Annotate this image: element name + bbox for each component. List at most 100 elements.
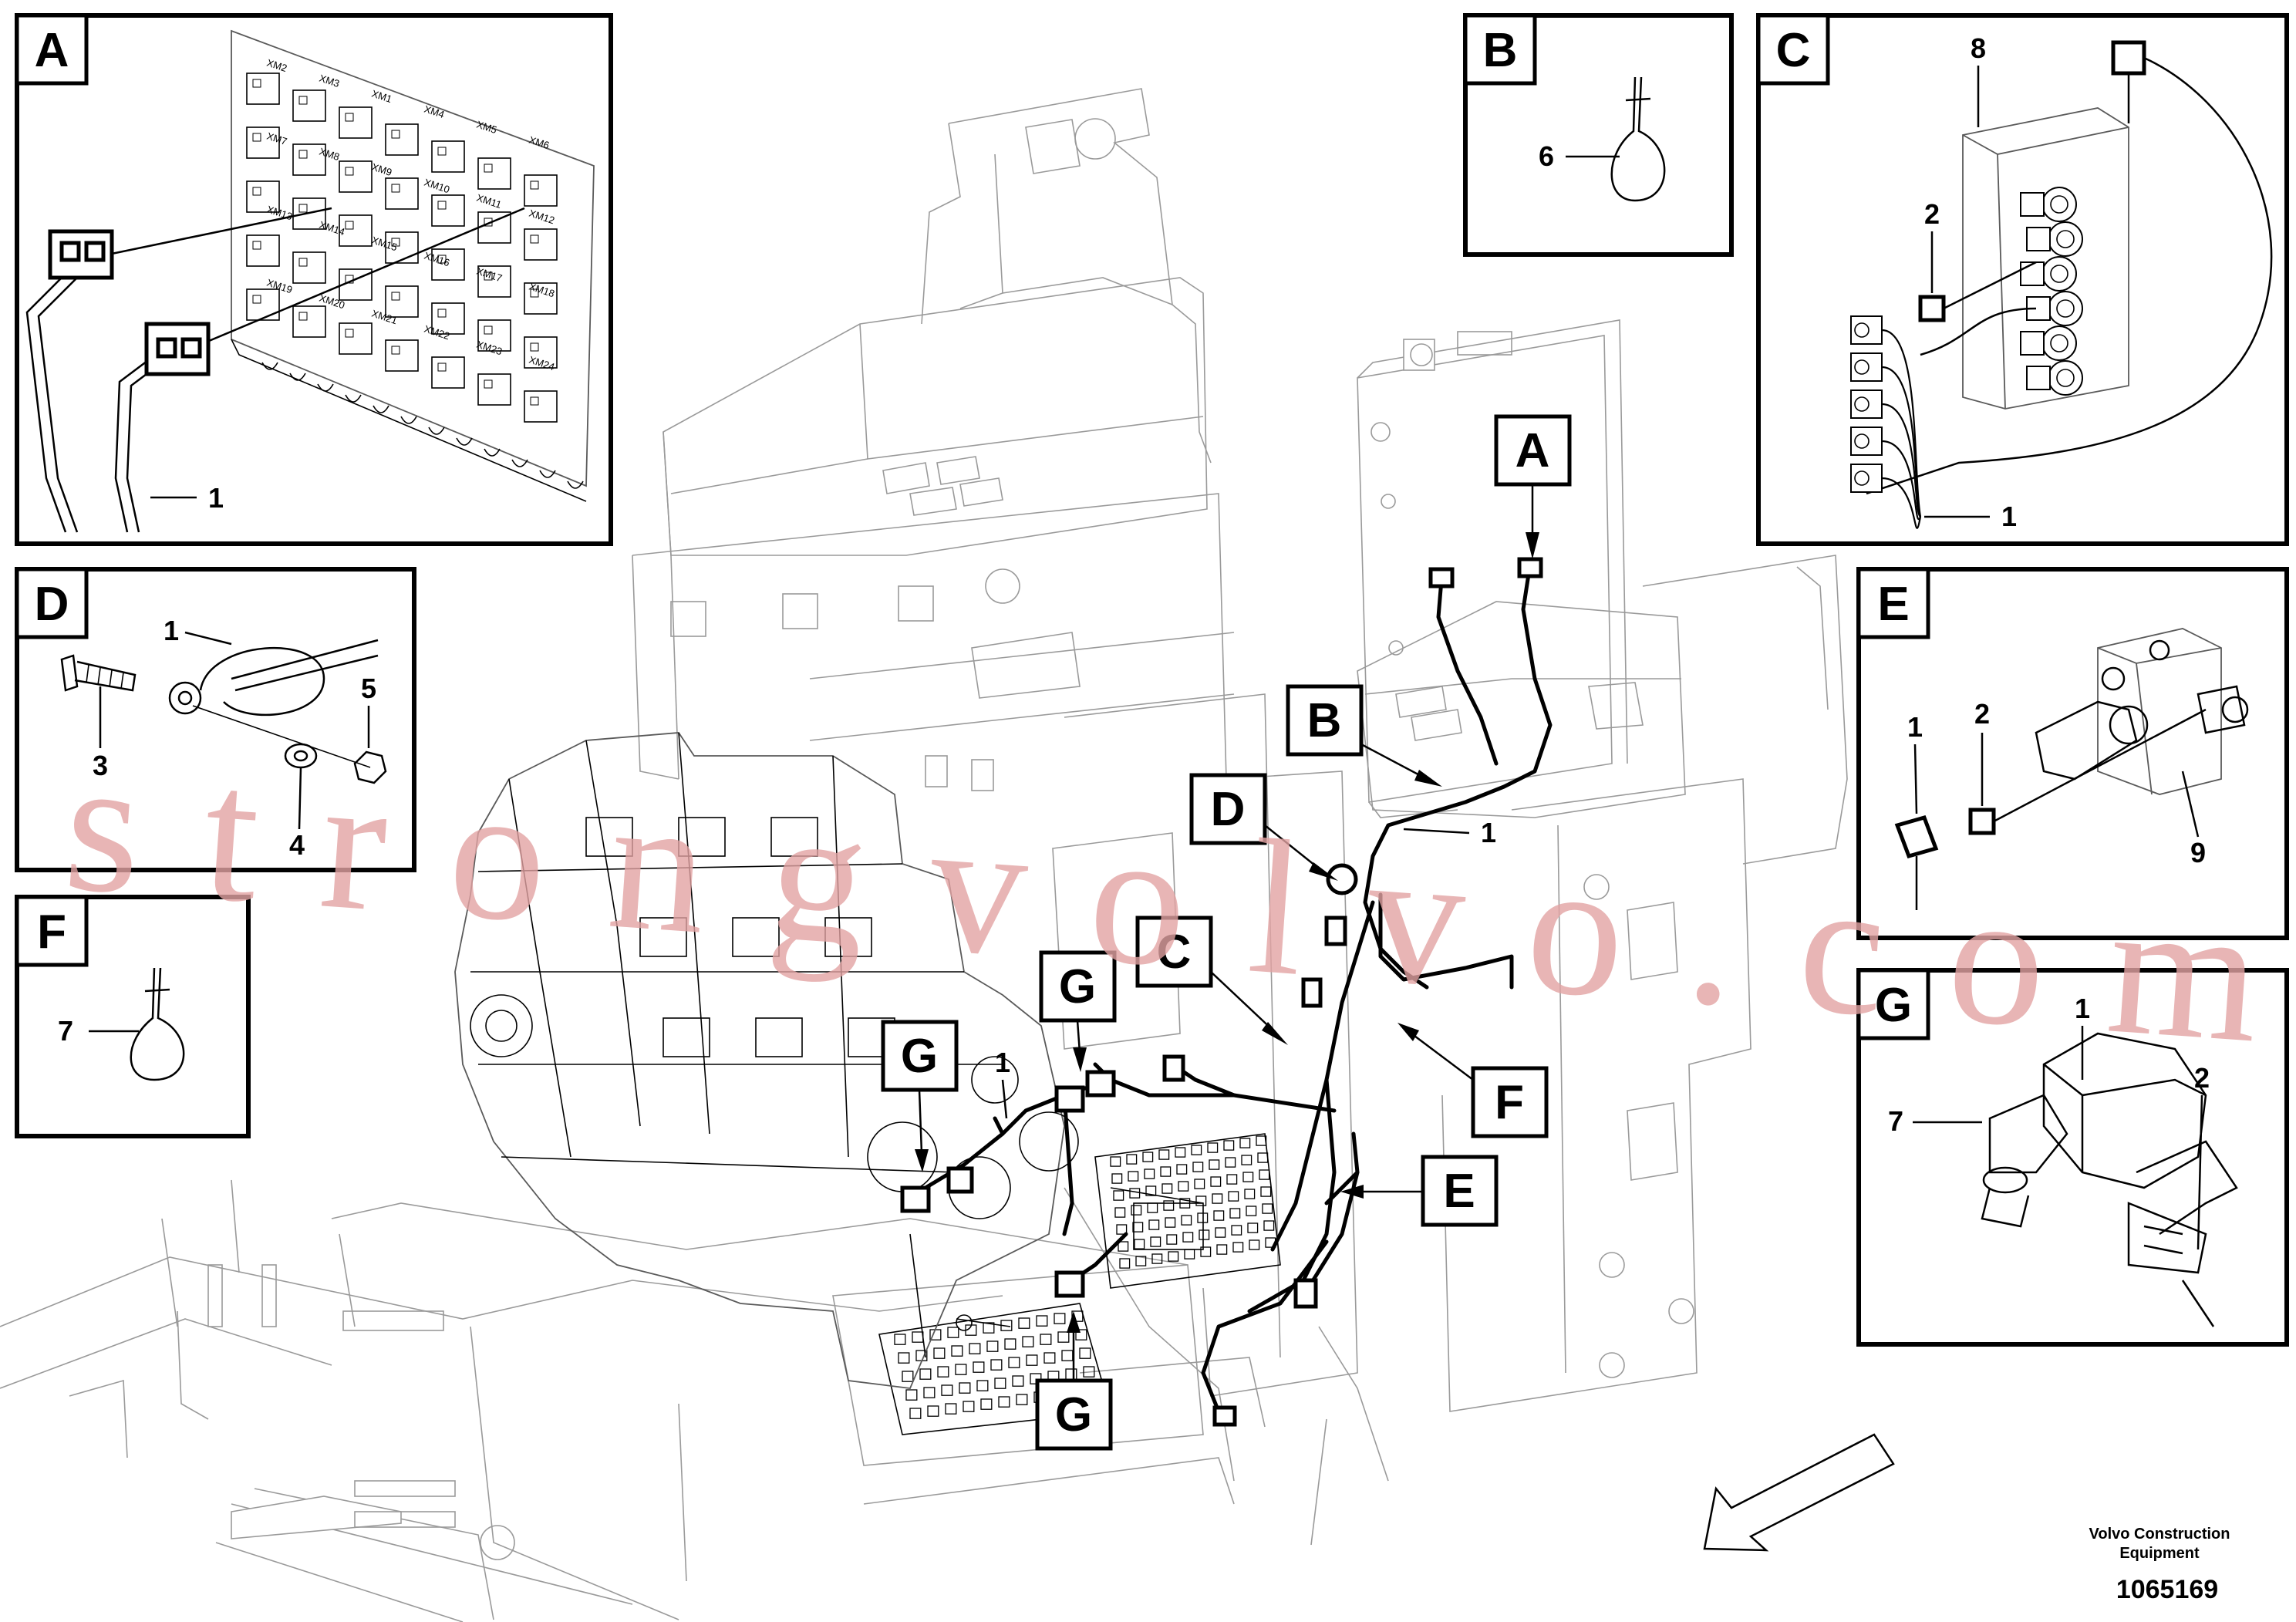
detail-box-f: F 7	[15, 895, 251, 1138]
board-slot	[246, 234, 280, 267]
connector-stack	[1850, 315, 1922, 529]
board-hook	[567, 481, 584, 489]
board-pin	[484, 325, 493, 335]
board-hook	[317, 383, 334, 392]
mesh-cell	[1192, 1162, 1204, 1172]
board-slot	[339, 160, 373, 193]
valve-core	[2056, 230, 2075, 248]
board-slot	[385, 231, 419, 264]
svg-text:B: B	[1307, 694, 1342, 747]
mesh-cell	[1118, 1241, 1129, 1252]
board-pin	[437, 201, 447, 210]
mesh-cell	[1083, 1366, 1095, 1378]
tag-c: C	[1135, 916, 1288, 1045]
board-connector-slots	[246, 73, 584, 489]
mesh-cell	[1181, 1215, 1192, 1226]
board-slot	[339, 322, 373, 355]
board-slot	[246, 126, 280, 159]
board-hook	[373, 405, 389, 413]
valve-core	[2056, 299, 2075, 318]
mesh-cell	[1135, 1256, 1147, 1266]
board-pin	[530, 234, 539, 244]
valve-plug	[2020, 192, 2045, 217]
stack-connector	[1850, 427, 1883, 456]
board-pin	[484, 379, 493, 389]
board-pin	[298, 258, 308, 267]
valve-coil	[2041, 325, 2077, 361]
mesh-cell	[1226, 1174, 1238, 1185]
mesh-cell	[1008, 1357, 1020, 1368]
svg-text:2: 2	[2194, 1062, 2210, 1094]
mesh-cell	[1200, 1246, 1212, 1257]
mesh-cell	[1215, 1227, 1226, 1238]
mesh-cell	[959, 1382, 971, 1394]
stack-wire	[1881, 440, 1922, 521]
mesh-cell	[1116, 1224, 1128, 1235]
mesh-cell	[1210, 1176, 1222, 1187]
mesh-cell	[1061, 1350, 1074, 1361]
board-slot	[292, 197, 326, 230]
stack-connector	[1850, 464, 1883, 493]
mesh-cell	[1026, 1354, 1038, 1366]
board-slot	[246, 73, 280, 105]
board-pin	[437, 309, 447, 318]
board-pin	[437, 255, 447, 264]
board-hook	[428, 427, 445, 435]
valve-coil	[2048, 360, 2083, 396]
tag-a: A	[1494, 414, 1572, 559]
footer: Volvo Construction Equipment 1065169	[2089, 1526, 2230, 1604]
mesh-cell	[1079, 1347, 1091, 1359]
board-pin	[530, 342, 539, 352]
board-slot	[292, 89, 326, 122]
mesh-cell	[963, 1401, 975, 1412]
svg-text:1: 1	[208, 482, 224, 514]
mesh-grid-upper	[1110, 1135, 1276, 1269]
board-slot	[431, 194, 465, 227]
mesh-cell	[1075, 1329, 1087, 1340]
mesh-cell	[1225, 1157, 1236, 1168]
main-callout-1-right: 1	[1403, 817, 1496, 848]
mesh-cell	[1012, 1375, 1024, 1387]
board-hook	[539, 470, 556, 478]
board-slot	[385, 123, 419, 156]
mesh-cell	[955, 1364, 967, 1375]
svg-text:9: 9	[2190, 837, 2206, 868]
board-pin	[437, 363, 447, 372]
mesh-cell	[1182, 1232, 1194, 1243]
board-hook	[511, 459, 528, 467]
mesh-cell	[941, 1384, 953, 1396]
mesh-cell	[1043, 1352, 1056, 1364]
svg-text:A: A	[35, 24, 69, 77]
valve-plug	[2020, 261, 2045, 286]
mesh-cell	[1213, 1210, 1225, 1221]
mesh-cell	[969, 1343, 981, 1354]
board-pin	[252, 187, 261, 196]
svg-text:6: 6	[1539, 140, 1554, 172]
svg-text:7: 7	[58, 1015, 73, 1047]
mesh-cell	[1119, 1258, 1131, 1269]
mesh-cell	[986, 1340, 999, 1352]
svg-text:E: E	[1877, 578, 1909, 631]
svg-text:1: 1	[2075, 993, 2090, 1024]
mesh-cell	[1131, 1205, 1142, 1216]
mesh-cell	[1246, 1206, 1257, 1216]
board-pin	[391, 238, 400, 247]
svg-text:G: G	[1875, 979, 1912, 1032]
stack-connector-pin	[1854, 433, 1870, 449]
board-hook	[484, 448, 501, 457]
stack-connector	[1850, 389, 1883, 419]
valve-coil	[2041, 256, 2077, 292]
mesh-cell	[1065, 1368, 1077, 1380]
mesh-cell	[1016, 1394, 1028, 1405]
board-pin	[298, 150, 308, 159]
board-slot	[477, 319, 511, 352]
mesh-cell	[919, 1368, 932, 1380]
tag-d: D	[1189, 773, 1338, 881]
mesh-cell	[1229, 1208, 1241, 1219]
mesh-cell	[1126, 1154, 1138, 1165]
mesh-cell	[1232, 1242, 1244, 1253]
mesh-cell	[1111, 1173, 1123, 1184]
mesh-cell	[1166, 1234, 1178, 1245]
board-slot	[339, 268, 373, 301]
